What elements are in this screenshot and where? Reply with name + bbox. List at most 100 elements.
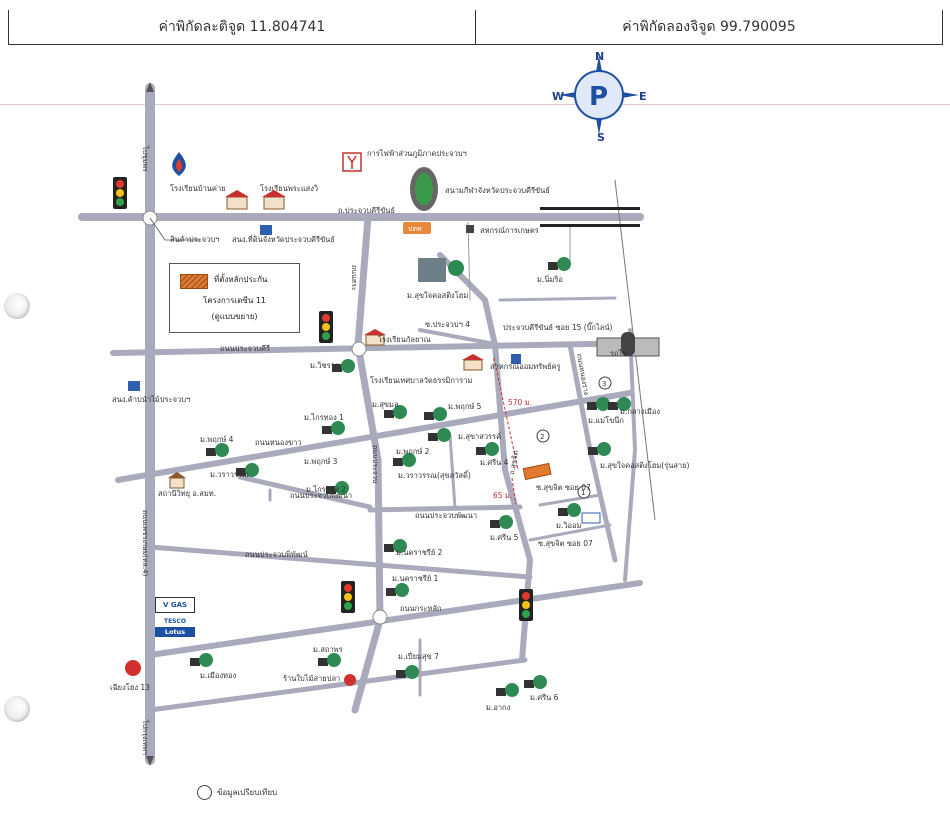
- village-tree-icon: [524, 675, 547, 689]
- collateral-site[interactable]: [522, 462, 552, 481]
- traffic-light-icon: [319, 311, 333, 343]
- road-central-vertical: [351, 213, 384, 714]
- gas-station-icon: [403, 222, 431, 234]
- electricity-icon: [342, 152, 362, 172]
- label-village-pruksa5: ม.พฤกษ์ 5: [448, 402, 482, 411]
- label-soi-prachuap: ซ.ประจวบฯ 4: [425, 320, 470, 329]
- label-village-mueangthong: ม.เมืองทอง: [200, 671, 236, 680]
- label-village-sri6: ม.ศรีน 6: [530, 693, 559, 702]
- rail-bar-1: [540, 207, 640, 210]
- road-small-1: [418, 328, 502, 347]
- village-tree-icon: [490, 515, 513, 529]
- village-tree-icon: [424, 407, 447, 421]
- label-customs: สินค้าประจวบฯ: [170, 235, 220, 244]
- label-rukpanom: สาหกรณ์ออมทรัพย์ครู: [490, 362, 561, 371]
- village-tree-icon: [322, 421, 345, 435]
- traffic-light-icon: [341, 581, 355, 613]
- legend-line-2: โครงการเดซีน 11: [202, 296, 267, 305]
- compass-s: S: [597, 131, 605, 144]
- label-school-suankul: โรงเรียนกัลยาณ: [378, 335, 431, 344]
- label-cooperative: สหกรณ์การเกษตร: [480, 226, 539, 235]
- label-village-suksawat: ม.สุขใจคอสติงโฮม(รุ่นสาย): [600, 461, 690, 470]
- label-village-korthong1: ม.ไกรทอง 1: [304, 413, 344, 422]
- highway-arrows: [146, 82, 154, 766]
- label-village-klangmueang: ม.กลางเมือง: [620, 407, 660, 416]
- label-school-wat: โรงเรียนเทศบาลวัดธรรมิการาม: [370, 376, 472, 385]
- marker-2[interactable]: [536, 429, 550, 443]
- village-tree-icon: [558, 503, 581, 517]
- tesco-logo-top: TESCO: [155, 617, 195, 626]
- chain-store-icon: [125, 660, 141, 676]
- tesco-logo-bottom: Lotus: [155, 627, 195, 637]
- label-village-yokmol: ม.สุขมล: [372, 400, 399, 409]
- latitude-label: ค่าพิกัดละติจูด 11.804741: [158, 19, 326, 35]
- distance-indicators: [493, 357, 519, 505]
- stadium-icon: [410, 167, 438, 211]
- label-village-samakhi: ม.สถาพร: [313, 645, 343, 654]
- vgas-logo: V GAS: [155, 597, 195, 613]
- village-tree-icon: [428, 428, 451, 442]
- compass-n: N: [595, 50, 604, 63]
- label-shop: ร้านใบไม้สายปลา: [283, 674, 340, 683]
- office-icon: [511, 354, 521, 364]
- village-tree-icon: [332, 359, 355, 373]
- chain-store-icon: [344, 674, 356, 686]
- label-soi-sukrit7: ซ.สุขจิต ซอย 07: [536, 483, 591, 492]
- office-icons: [128, 225, 521, 391]
- label-village-warawan2: ม.วราวรรณ(สุขสวัสดิ์): [398, 470, 471, 480]
- marker-1-label: 1: [581, 489, 585, 497]
- label-condo: ม.สุขใจคอสติงโฮม: [407, 291, 468, 300]
- callout-line: [149, 217, 200, 241]
- label-village-akang: ม.อากง: [486, 703, 511, 712]
- village-tree-icon: [318, 653, 341, 667]
- compass-w: W: [552, 90, 564, 103]
- footnote-circle-icon: [197, 785, 212, 800]
- distance-65-label: 65 ม.: [493, 491, 512, 500]
- road-phatthana-diag: [237, 474, 373, 510]
- village-tree-icon: [587, 397, 610, 411]
- binder-hole-bottom: [4, 696, 30, 722]
- minor-road-1: [467, 221, 471, 301]
- label-village-pianrak: ม.เปี่ยมสุข 7: [398, 651, 439, 661]
- label-to-bangkok: ไปกรุงเทพฯ: [141, 719, 150, 755]
- village-icons: [190, 257, 631, 697]
- road-far-east: [623, 328, 638, 582]
- village-tree-icon: [206, 443, 229, 457]
- label-soi-sukrit7b: ซ.สุขจิต ซอย 07: [538, 539, 593, 548]
- road-phiphat: [147, 544, 533, 580]
- label-phiphat-road: ถนนประจวบพิพัฒน์: [245, 550, 308, 559]
- label-school-village: โรงเรียนบ้านค่าย: [170, 184, 226, 193]
- label-nong-khao-road: ถนนหนองขาว: [255, 438, 302, 447]
- label-electricity: การไฟฟ้าส่วนภูมิภาคประจวบฯ: [367, 149, 467, 158]
- marker-1[interactable]: [577, 485, 591, 499]
- label-chain: เฉียงโฮง 13: [110, 683, 150, 692]
- road-bottom: [147, 657, 528, 713]
- rail-bar-2: [540, 224, 640, 227]
- label-stadium: สนามกีฬาจังหวัดประจวบคีรีขันธ์: [445, 186, 550, 195]
- label-prachuap-kiri-road: ถ.ประจวบคีรีขันธ์: [338, 206, 395, 215]
- road-prachuap: [110, 340, 643, 356]
- label-village-nakrachari2: ม.นคราชรีย์ 2: [396, 548, 443, 557]
- compass-rose-icon: P: [559, 55, 639, 135]
- svg-text:P: P: [589, 82, 608, 112]
- label-village-viom: ม.วิออม: [556, 521, 582, 530]
- marker-3[interactable]: [598, 376, 612, 390]
- arrow-north: [146, 82, 154, 92]
- legend-line-3: (ดูแบบขยาย): [211, 312, 258, 321]
- label-village-wisai: ม.วิชรวย: [310, 361, 339, 370]
- village-tree-icon: [496, 683, 519, 697]
- village-tree-icon: [384, 539, 407, 553]
- marker-2-label: 2: [540, 433, 544, 441]
- compass-e: E: [639, 90, 647, 103]
- marker-3-label: 3: [602, 380, 606, 388]
- longitude-label: ค่าพิกัดลองจิจูด 99.790095: [475, 10, 942, 44]
- road-phatthana: [367, 504, 523, 513]
- village-tree-icon: [326, 481, 349, 495]
- village-tree-icon: [386, 583, 409, 597]
- distance-line-65: [511, 477, 517, 505]
- label-village-pruksa3: ม.พฤกษ์ 3: [304, 457, 338, 466]
- traffic-light-icon: [519, 589, 533, 621]
- road-krachanglak: [147, 580, 643, 658]
- label-village-sri5: ม.ศรีน 5: [490, 533, 519, 542]
